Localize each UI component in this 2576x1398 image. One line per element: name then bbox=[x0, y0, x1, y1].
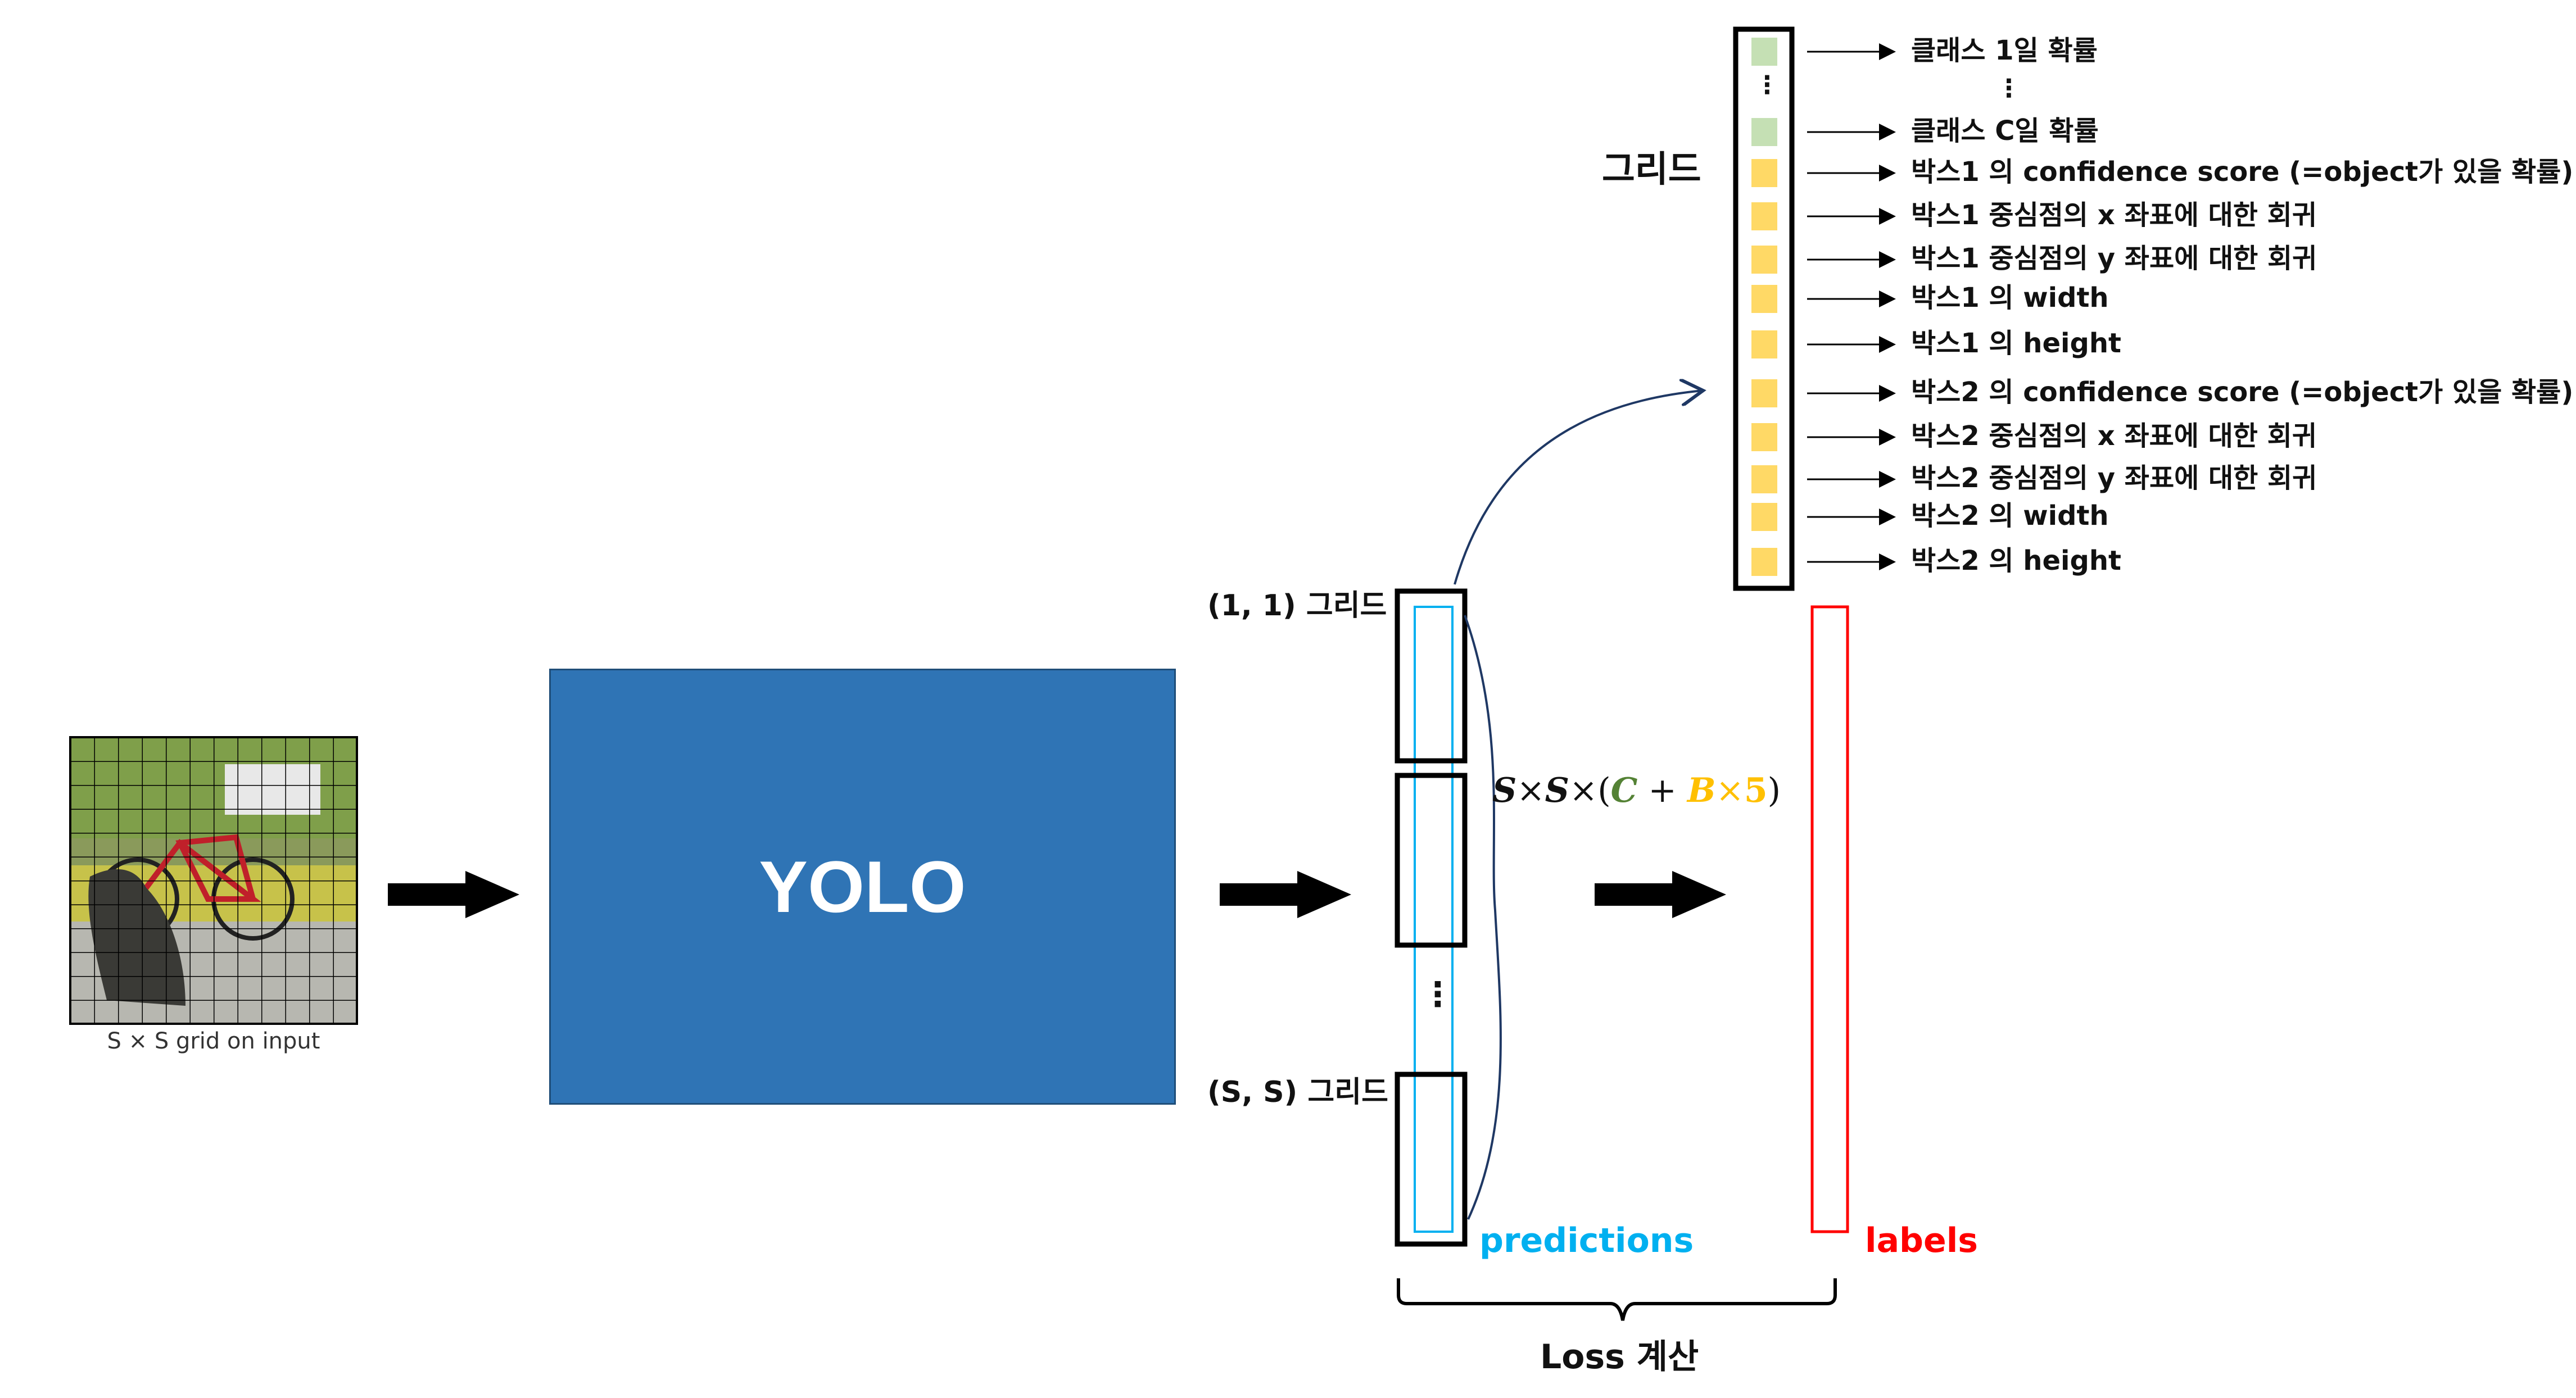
box-attr-cell bbox=[1751, 548, 1777, 576]
formula-brace bbox=[1464, 615, 1502, 1220]
grid-cell-box-bottom bbox=[1395, 1072, 1468, 1247]
bottom-grid-label: (S, S) 그리드 bbox=[1207, 1075, 1388, 1109]
input-caption: S × S grid on input bbox=[107, 1028, 320, 1054]
vector-row-label: 박스2 중심점의 y 좌표에 대한 회귀 bbox=[1911, 462, 2317, 494]
yolo-label: YOLO bbox=[759, 846, 966, 928]
formula-plus: + bbox=[1637, 771, 1687, 810]
predictions-bar bbox=[1414, 606, 1454, 1233]
vector-label-ellipsis: ⋮ bbox=[1996, 74, 2021, 103]
vector-row-label: 클래스 C일 확률 bbox=[1911, 115, 2099, 147]
box-attr-cell bbox=[1751, 465, 1777, 493]
formula-s2: S bbox=[1545, 771, 1569, 810]
class-prob-cell bbox=[1751, 118, 1777, 146]
formula-five: 5 bbox=[1744, 771, 1768, 810]
loss-label: Loss 계산 bbox=[1540, 1337, 1699, 1377]
box-attr-cell bbox=[1751, 330, 1777, 358]
formula-b: B bbox=[1687, 771, 1716, 810]
vector-arrows bbox=[1807, 43, 1896, 570]
box-attr-cell bbox=[1751, 202, 1777, 230]
arrow-predictions-to-labels bbox=[1595, 871, 1726, 918]
formula-times3: × bbox=[1715, 771, 1744, 810]
box-attr-cell bbox=[1751, 285, 1777, 313]
yolo-model-box: YOLO bbox=[549, 669, 1176, 1105]
arrow-yolo-to-predictions bbox=[1220, 871, 1351, 918]
formula-c: C bbox=[1610, 771, 1638, 810]
output-size-formula: S×S×(C + B×5) bbox=[1492, 771, 1781, 810]
vector-row-label: 박스2 의 confidence score (=object가 있을 확률) bbox=[1911, 376, 2574, 408]
box-attr-cell bbox=[1751, 159, 1777, 187]
vector-row-label: 박스1 중심점의 y 좌표에 대한 회귀 bbox=[1911, 243, 2317, 274]
predictions-label: predictions bbox=[1479, 1221, 1694, 1260]
class-prob-cell bbox=[1751, 38, 1777, 66]
vector-title: 그리드 bbox=[1602, 149, 1701, 190]
loss-bracket bbox=[1397, 1278, 1837, 1321]
vector-row-label: 박스1 의 height bbox=[1911, 328, 2121, 359]
formula-close: ) bbox=[1767, 771, 1781, 810]
vector-row-label: 클래스 1일 확률 bbox=[1911, 35, 2098, 66]
vector-row-label: 박스1 의 width bbox=[1911, 282, 2109, 314]
arrow-input-to-yolo bbox=[388, 871, 519, 918]
labels-label: labels bbox=[1865, 1221, 1978, 1260]
labels-bar bbox=[1810, 605, 1849, 1233]
top-grid-label: (1, 1) 그리드 bbox=[1207, 589, 1387, 623]
vector-row-label: 박스2 의 height bbox=[1911, 545, 2121, 577]
box-attr-cell bbox=[1751, 379, 1777, 407]
grid-cell-box-middle bbox=[1395, 773, 1468, 948]
formula-times2: ×( bbox=[1569, 771, 1611, 810]
vector-cells bbox=[1751, 38, 1777, 576]
box-attr-cell bbox=[1751, 423, 1777, 451]
curved-arrow-to-vector bbox=[1454, 391, 1703, 585]
vector-row-label: 박스1 중심점의 x 좌표에 대한 회귀 bbox=[1911, 199, 2317, 231]
vector-row-label: 박스1 의 confidence score (=object가 있을 확률) bbox=[1911, 156, 2574, 188]
vector-cell-ellipsis: ⋮ bbox=[1755, 71, 1780, 99]
grid-column-ellipsis: ⋮ bbox=[1421, 975, 1455, 1014]
formula-s1: S bbox=[1492, 771, 1517, 810]
input-image bbox=[69, 736, 358, 1025]
vector-row-label: 박스2 의 width bbox=[1911, 500, 2109, 532]
formula-times1: × bbox=[1516, 771, 1545, 810]
box-attr-cell bbox=[1751, 246, 1777, 274]
box-attr-cell bbox=[1751, 503, 1777, 531]
grid-cell-box-top bbox=[1395, 588, 1468, 764]
vector-row-label: 박스2 중심점의 x 좌표에 대한 회귀 bbox=[1911, 420, 2317, 452]
